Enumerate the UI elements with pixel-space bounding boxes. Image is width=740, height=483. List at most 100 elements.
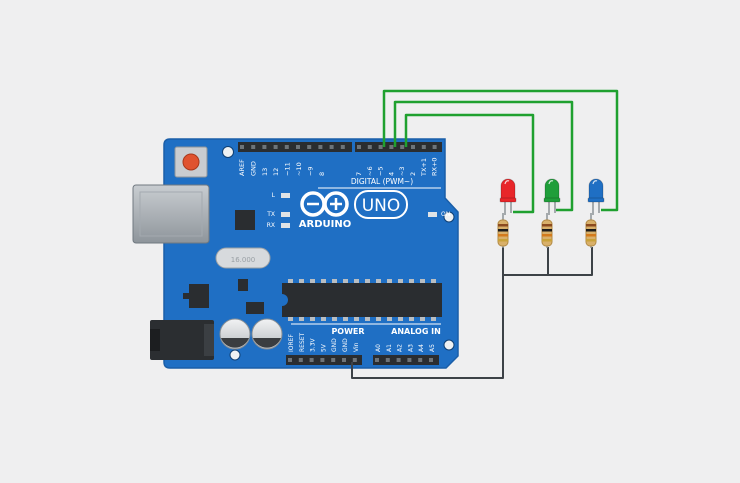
small-component (246, 302, 264, 314)
analog-header (373, 355, 439, 365)
resistor (541, 213, 553, 248)
header-hole (298, 358, 303, 362)
chip-pin (409, 279, 414, 283)
header-hole (331, 358, 336, 362)
chip-pin (398, 317, 403, 321)
power-pin-label: 5V (320, 343, 327, 352)
digital-pin-label: GND (249, 161, 257, 176)
mounting-hole (229, 349, 241, 361)
chip-pin (376, 279, 381, 283)
digital-pin-label: ~3 (398, 166, 406, 176)
header-hole (432, 145, 437, 149)
chip-pin (288, 279, 293, 283)
atmega-chip (282, 279, 442, 321)
header-hole (318, 145, 323, 149)
chip-pin (354, 317, 359, 321)
mounting-hole (443, 339, 455, 351)
header-hole (329, 145, 334, 149)
model-label: UNO (362, 196, 401, 216)
model-badge (354, 190, 408, 219)
arduino-uno-board: 16.000 ARDUINO UNO (132, 138, 459, 369)
tx-led-label: TX (266, 211, 275, 218)
header-hole (284, 145, 289, 149)
chip-pin (310, 317, 315, 321)
chip-pin (387, 279, 392, 283)
power-pin-label: GND (342, 338, 349, 352)
header-hole (342, 358, 346, 362)
chip-pin (288, 317, 293, 321)
digital-section-label: DIGITAL (PWM~) (351, 177, 413, 186)
header-hole (296, 145, 300, 149)
analog-section-label: ANALOG IN (391, 327, 441, 336)
header-hole (418, 358, 423, 362)
chip-pin (332, 279, 337, 283)
ground-wire-bus (503, 247, 549, 276)
wire-pin4-green (393, 100, 574, 212)
header-hole (340, 145, 345, 149)
green-led (543, 178, 561, 215)
digital-pin-label: ~11 (284, 162, 292, 176)
chip-pin (321, 279, 326, 283)
signal-wires (382, 89, 619, 214)
ground-wire-bus-2 (548, 247, 593, 276)
ground-wire-main (351, 247, 504, 379)
digital-pin-label: TX+1 (420, 158, 428, 177)
digital-pin-label: ~10 (295, 162, 303, 176)
header-hole (288, 358, 292, 362)
power-pin-label: RESET (299, 332, 306, 352)
rx-led (281, 223, 290, 228)
power-pin-label: IOREF (288, 334, 295, 352)
resistor (497, 213, 509, 248)
analog-pin-label: A1 (386, 344, 393, 352)
chip-pin (343, 279, 348, 283)
blue-led (587, 178, 605, 215)
digital-pin-label: ~5 (377, 166, 385, 176)
resistor (585, 213, 597, 248)
power-pin-label: 3.3V (310, 337, 317, 352)
chip-pin (387, 317, 392, 321)
header-hole (421, 145, 426, 149)
on-led (428, 212, 437, 217)
digital-pin-label: 7 (355, 172, 363, 176)
header-hole (240, 145, 244, 149)
analog-pin-label: A2 (397, 344, 404, 352)
l-led (281, 193, 290, 198)
header-hole (307, 145, 312, 149)
power-section-label: POWER (331, 327, 364, 336)
digital-pin-label: ~6 (366, 166, 374, 176)
digital-pin-label: 13 (261, 168, 269, 176)
header-hole (367, 145, 372, 149)
analog-pin-label: A5 (429, 344, 436, 352)
digital-pin-label: RX+0 (431, 157, 439, 176)
power-pin-label: Vin (353, 342, 360, 352)
header-hole (429, 358, 433, 362)
voltage-regulator (183, 284, 209, 308)
l-led-label: L (272, 192, 276, 199)
tx-led (281, 212, 290, 217)
chip-pin (343, 317, 348, 321)
header-hole (385, 358, 390, 362)
header-hole (400, 145, 405, 149)
red-led (499, 178, 517, 215)
chip-pin (299, 279, 304, 283)
ground-wires (351, 247, 593, 379)
chip-pin (365, 279, 370, 283)
header-hole (389, 145, 394, 149)
chip-pin (420, 317, 425, 321)
analog-pin-label: A4 (418, 344, 425, 352)
reset-button[interactable] (182, 153, 200, 171)
header-hole (251, 145, 256, 149)
digital-pin-label: 4 (387, 172, 395, 176)
chip-pin (409, 317, 414, 321)
analog-pin-label: A3 (407, 344, 414, 352)
header-hole (411, 145, 415, 149)
chip-pin (431, 279, 436, 283)
header-hole (262, 145, 267, 149)
header-hole (320, 358, 325, 362)
digital-pin-label: 8 (318, 172, 326, 176)
arduino-logo (300, 191, 349, 217)
chip-pin (420, 279, 425, 283)
header-hole (396, 358, 401, 362)
chip-pin (310, 279, 315, 283)
